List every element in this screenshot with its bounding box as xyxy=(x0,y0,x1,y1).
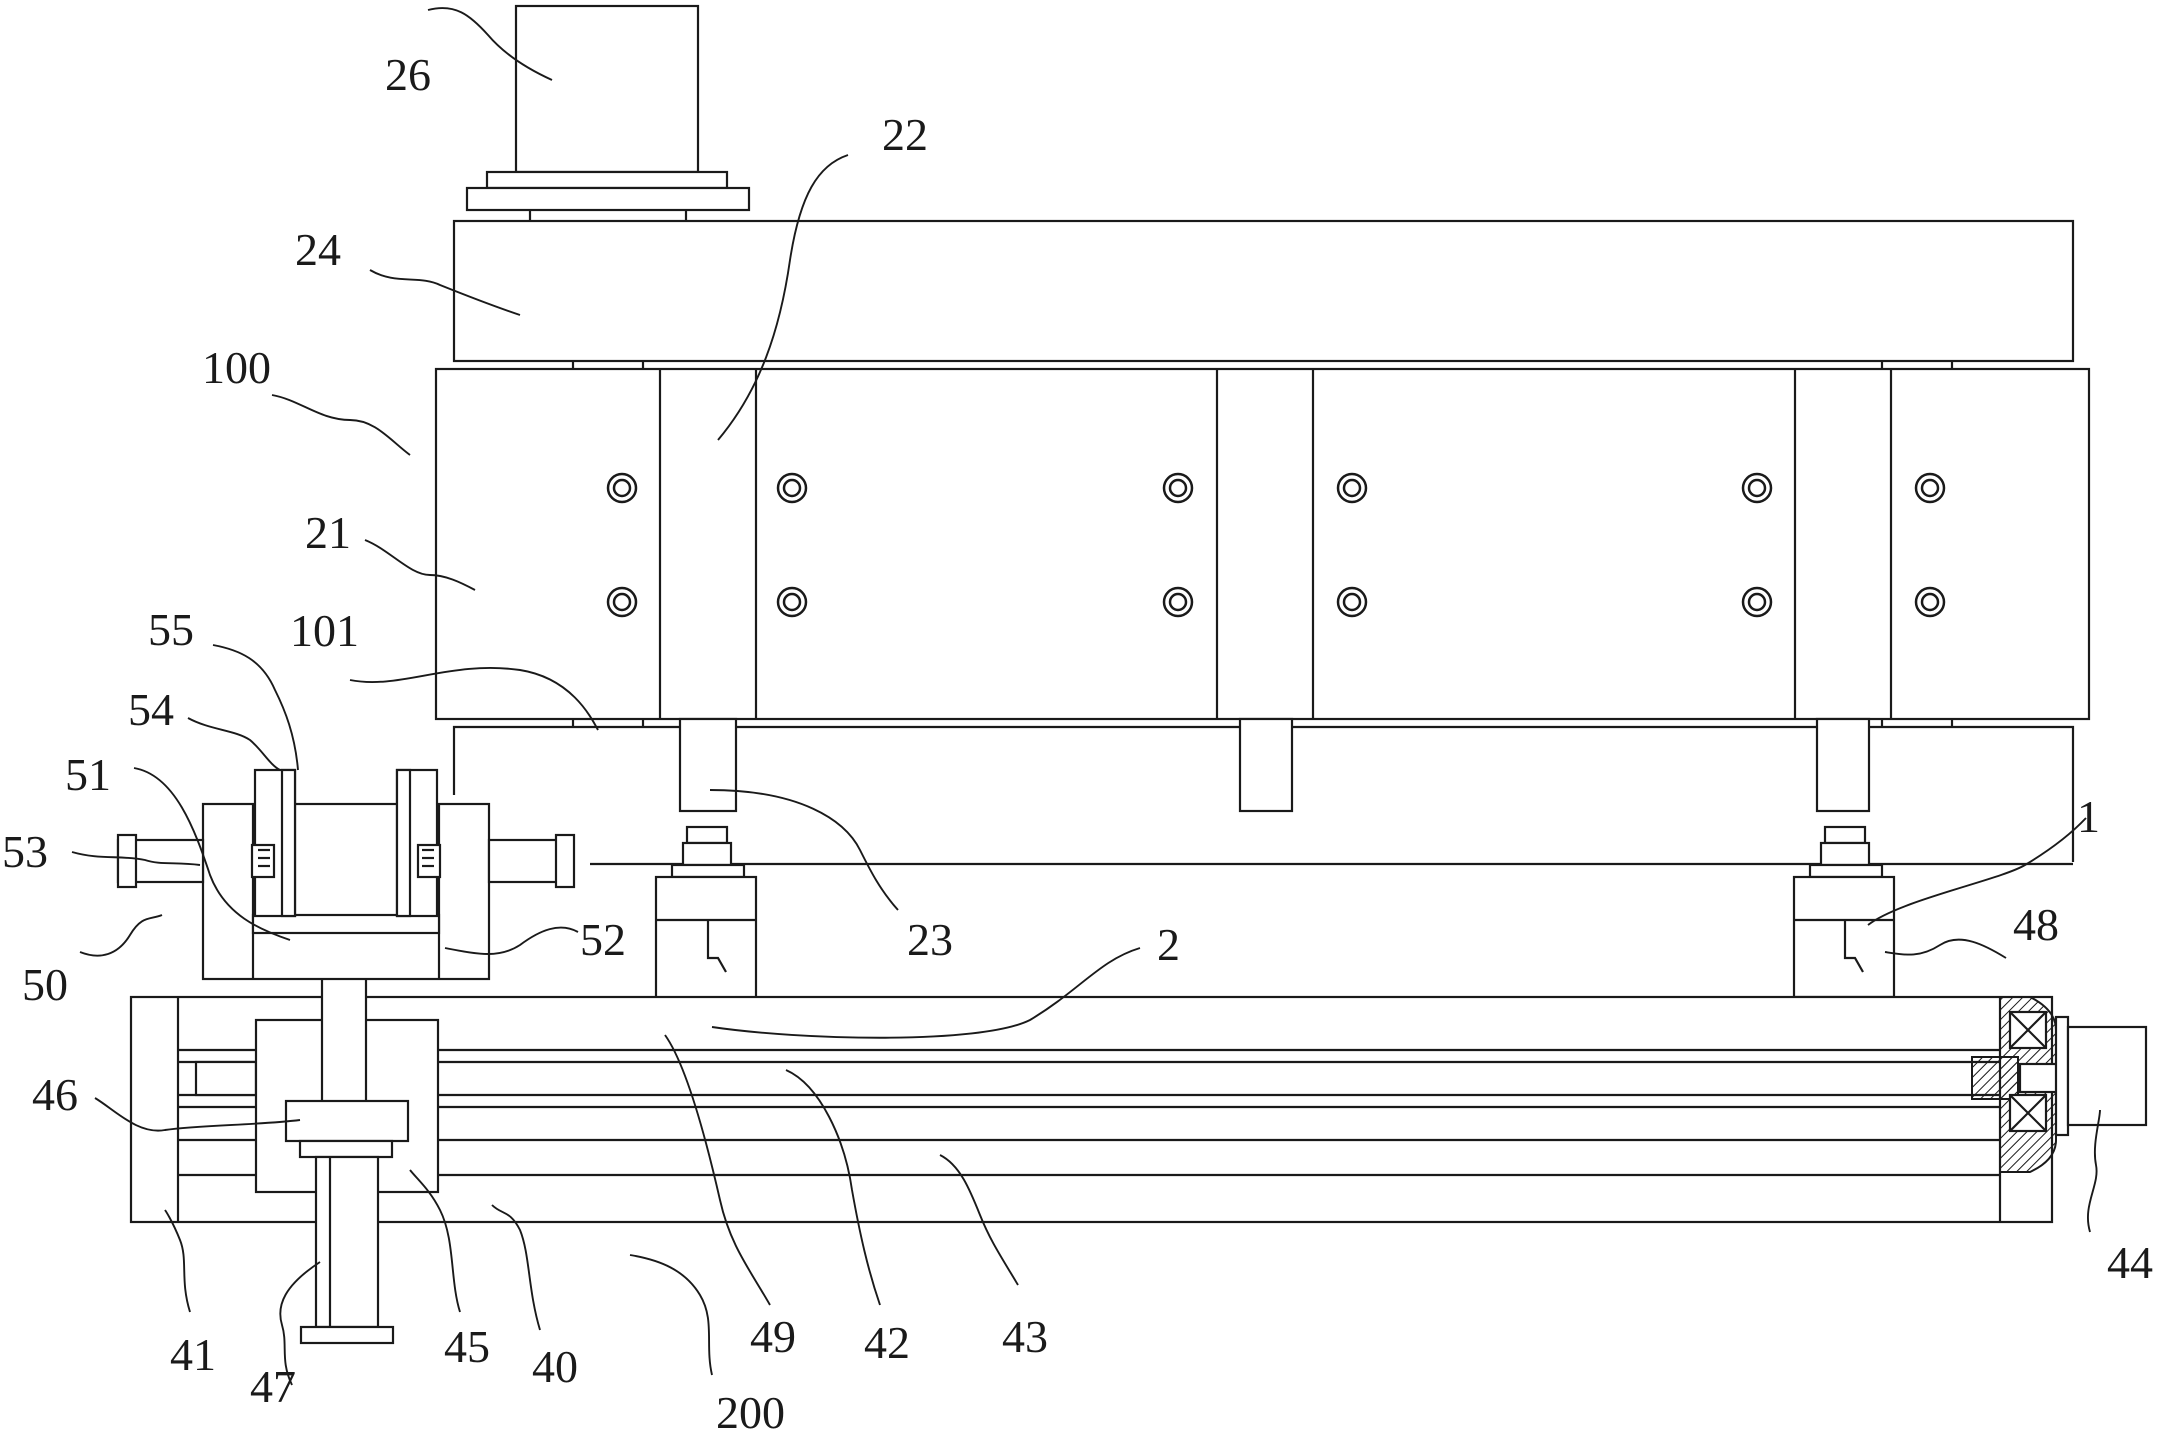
label-50: 50 xyxy=(22,959,68,1010)
label-51: 51 xyxy=(65,749,111,800)
label-42: 42 xyxy=(864,1317,910,1368)
mold-block-21 xyxy=(436,369,2089,719)
bolt-hole xyxy=(1164,474,1192,502)
bolt-hole xyxy=(1743,588,1771,616)
label-47: 47 xyxy=(250,1361,296,1412)
label-45: 45 xyxy=(444,1321,490,1372)
bolt-hole xyxy=(1916,588,1944,616)
bolt-hole xyxy=(1338,588,1366,616)
label-23: 23 xyxy=(907,914,953,965)
bolt-hole xyxy=(1916,474,1944,502)
top-plate-24 xyxy=(454,221,2073,369)
label-41: 41 xyxy=(170,1329,216,1380)
label-21: 21 xyxy=(305,507,351,558)
label-48: 48 xyxy=(2013,899,2059,950)
clamp-block-48 xyxy=(1794,827,1894,997)
label-101: 101 xyxy=(290,605,359,656)
label-46: 46 xyxy=(32,1069,78,1120)
label-54: 54 xyxy=(128,684,174,735)
pin-23 xyxy=(680,719,1869,811)
label-43: 43 xyxy=(1002,1311,1048,1362)
bolt-hole xyxy=(778,474,806,502)
label-26: 26 xyxy=(385,49,431,100)
motor-26 xyxy=(467,6,749,221)
bolt-hole xyxy=(1164,588,1192,616)
bolt-hole xyxy=(1338,474,1366,502)
label-49: 49 xyxy=(750,1311,796,1362)
label-53: 53 xyxy=(2,826,48,877)
label-22: 22 xyxy=(882,109,928,160)
clamp-assembly-50 xyxy=(118,770,574,979)
bolt-hole xyxy=(608,588,636,616)
label-44: 44 xyxy=(2107,1237,2153,1288)
motor-44 xyxy=(2056,1017,2146,1135)
label-24: 24 xyxy=(295,224,341,275)
bolt-hole xyxy=(1743,474,1771,502)
label-100: 100 xyxy=(202,342,271,393)
label-52: 52 xyxy=(580,914,626,965)
bolt-hole xyxy=(778,588,806,616)
label-200: 200 xyxy=(716,1387,785,1435)
label-1: 1 xyxy=(2077,791,2100,842)
label-55: 55 xyxy=(148,604,194,655)
label-2: 2 xyxy=(1157,919,1180,970)
label-40: 40 xyxy=(532,1341,578,1392)
bolt-hole xyxy=(608,474,636,502)
